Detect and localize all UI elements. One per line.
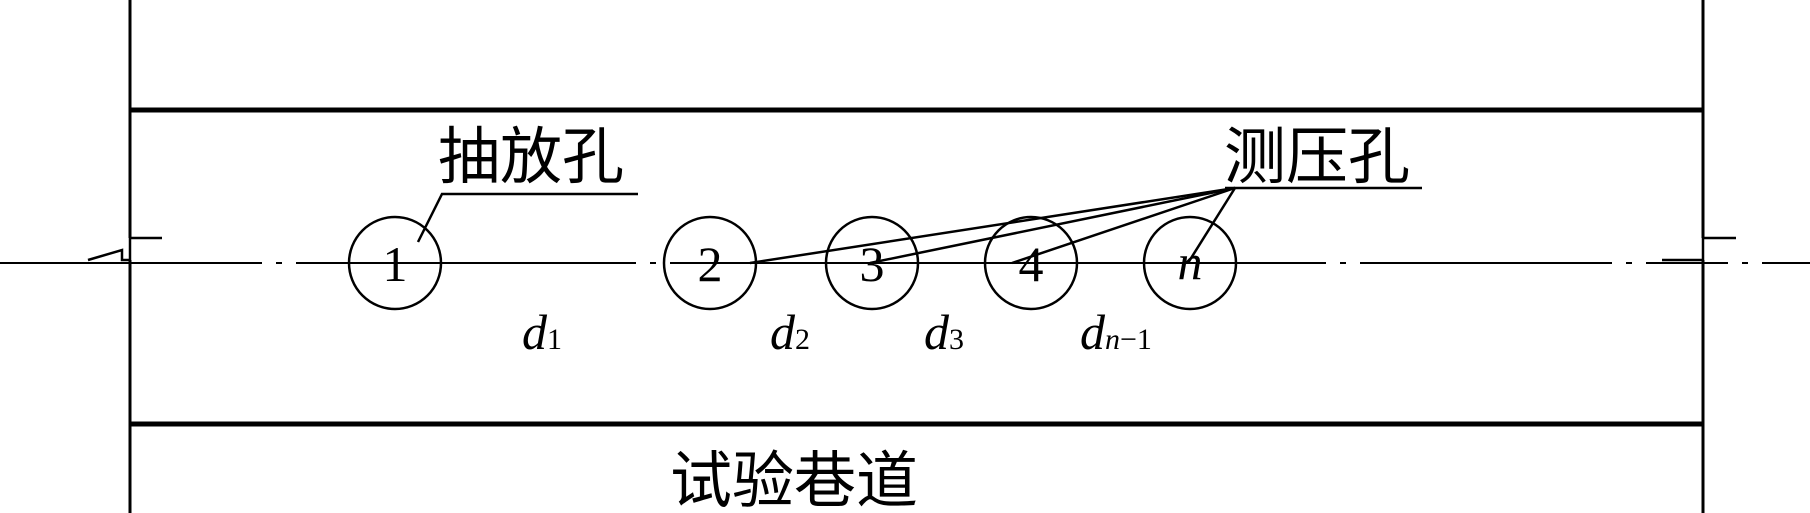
borehole-4-label: 4	[1019, 236, 1044, 292]
distance-d2: d2	[770, 304, 810, 360]
leader-to-hole-n	[1186, 187, 1237, 264]
distance-dn-1-sub: −1	[1120, 323, 1152, 356]
distance-d3: d3	[924, 304, 964, 360]
left-break-mark	[87, 236, 162, 262]
pressure-hole-label: 测压孔	[1224, 120, 1410, 193]
leader-to-hole-2	[749, 186, 1236, 265]
borehole-circle	[824, 215, 920, 311]
borehole-circle	[347, 215, 443, 311]
distance-dn-1-sub-n: n	[1105, 323, 1120, 356]
pressure-hole-leaders	[749, 186, 1422, 265]
distance-d2-sub: 2	[795, 323, 810, 356]
leader-to-hole-4	[1011, 186, 1236, 265]
borehole-4: 4	[983, 215, 1079, 311]
distance-dn-1: dn−1	[1080, 304, 1152, 360]
distance-d3-main: d	[924, 304, 950, 360]
borehole-3-label: 3	[860, 236, 885, 292]
leader-to-hole-3	[869, 186, 1236, 265]
borehole-2: 2	[662, 215, 758, 311]
borehole-circle	[983, 215, 1079, 311]
borehole-n-label: n	[1178, 234, 1203, 290]
extraction-leader-line	[416, 192, 638, 243]
borehole-1: 1	[347, 215, 443, 311]
roadway-label: 试验巷道	[670, 444, 918, 513]
borehole-2-label: 2	[698, 236, 723, 292]
borehole-circle	[662, 215, 758, 311]
distance-d3-sub: 3	[949, 323, 964, 356]
seam-boundaries	[130, 107, 1703, 427]
roadway-walls	[128, 0, 1705, 513]
break-marks	[87, 236, 1736, 262]
distance-d1: d1	[522, 304, 562, 360]
extraction-hole-label: 抽放孔	[438, 120, 624, 193]
extraction-hole-leader	[416, 192, 638, 243]
borehole-circle	[1142, 215, 1238, 311]
borehole-1-label: 1	[383, 236, 408, 292]
borehole-n: n	[1142, 215, 1238, 311]
distance-d1-sub: 1	[547, 323, 562, 356]
right-break-mark	[1662, 236, 1736, 262]
distance-dn-1-main: d	[1080, 304, 1106, 360]
distance-d1-main: d	[522, 304, 548, 360]
distance-d2-main: d	[770, 304, 796, 360]
borehole-3: 3	[824, 215, 920, 311]
